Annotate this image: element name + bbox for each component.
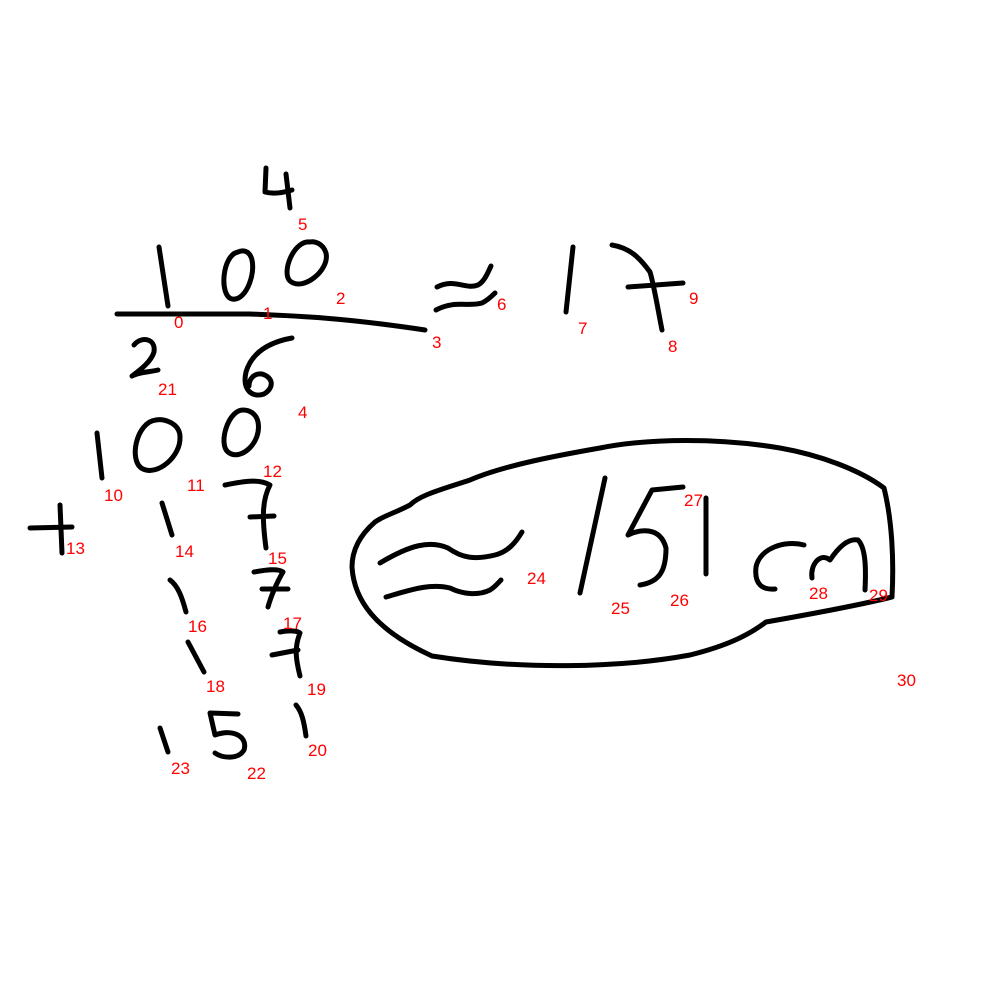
- label-14: 14: [175, 542, 194, 561]
- stroke-digit-7-b: [251, 567, 291, 610]
- stroke-digit-1-numerator: [156, 244, 171, 309]
- stroke-digit-4-top: [262, 165, 295, 211]
- label-30: 30: [897, 671, 916, 690]
- label-17: 17: [283, 614, 302, 633]
- label-28: 28: [809, 584, 828, 603]
- label-0: 0: [174, 313, 184, 332]
- stroke-digit-7-a: [222, 478, 277, 551]
- label-24: 24: [527, 569, 546, 588]
- label-5: 5: [298, 215, 308, 234]
- stroke-letter-c: [753, 541, 807, 592]
- label-27: 27: [684, 491, 703, 510]
- stroke-digit-0-dividend-b: [221, 407, 261, 458]
- stroke-digit-7-c: [269, 628, 303, 679]
- stroke-tally-1-b: [167, 577, 189, 615]
- stroke-plus-sign: [27, 502, 75, 556]
- label-26: 26: [670, 591, 689, 610]
- label-8: 8: [668, 337, 678, 356]
- label-21: 21: [158, 380, 177, 399]
- stroke-digit-1-final-a: [577, 475, 608, 596]
- label-23: 23: [171, 759, 190, 778]
- stroke-digit-5-final: [625, 484, 686, 588]
- stroke-tally-1-c: [185, 639, 207, 675]
- stroke-enclosing-loop: [349, 438, 896, 669]
- stroke-digit-0-dividend-a: [132, 417, 183, 473]
- label-22: 22: [247, 764, 266, 783]
- label-18: 18: [206, 677, 225, 696]
- label-9: 9: [689, 289, 699, 308]
- label-4: 4: [298, 403, 308, 422]
- stroke-digit-0-numerator-b: [284, 239, 329, 287]
- stroke-digit-1-dividend: [94, 430, 105, 481]
- label-25: 25: [611, 599, 630, 618]
- stroke-digit-1-result: [563, 244, 576, 315]
- label-12: 12: [263, 462, 282, 481]
- stroke-digit-7-result: [609, 242, 686, 333]
- stroke-approx-sign-2-top: [377, 529, 525, 566]
- label-19: 19: [307, 680, 326, 699]
- stroke-approx-sign-bottom: [433, 290, 498, 313]
- label-11: 11: [187, 476, 205, 495]
- stroke-digit-1-total: [157, 725, 171, 755]
- stroke-letter-m: [809, 537, 868, 593]
- stroke-approx-sign-2-bottom: [383, 577, 504, 600]
- stroke-digit-0-numerator-a: [221, 248, 256, 302]
- label-10: 10: [104, 486, 123, 505]
- stroke-fraction-bar: [114, 311, 428, 333]
- label-2: 2: [336, 289, 346, 308]
- label-7: 7: [578, 319, 588, 338]
- stroke-digit-6-denominator: [242, 335, 295, 398]
- label-20: 20: [308, 741, 327, 760]
- stroke-digit-5-total: [207, 710, 248, 760]
- label-6: 6: [497, 295, 507, 314]
- label-16: 16: [188, 617, 207, 636]
- stroke-tally-1-a: [159, 500, 175, 538]
- stroke-tally-1-d: [293, 702, 309, 739]
- label-1: 1: [263, 304, 273, 323]
- label-29: 29: [869, 586, 888, 605]
- label-15: 15: [268, 549, 287, 568]
- label-3: 3: [432, 333, 442, 352]
- label-13: 13: [66, 539, 85, 558]
- stroke-approx-sign-top: [434, 263, 494, 290]
- stroke-digit-2-denominator: [129, 337, 161, 379]
